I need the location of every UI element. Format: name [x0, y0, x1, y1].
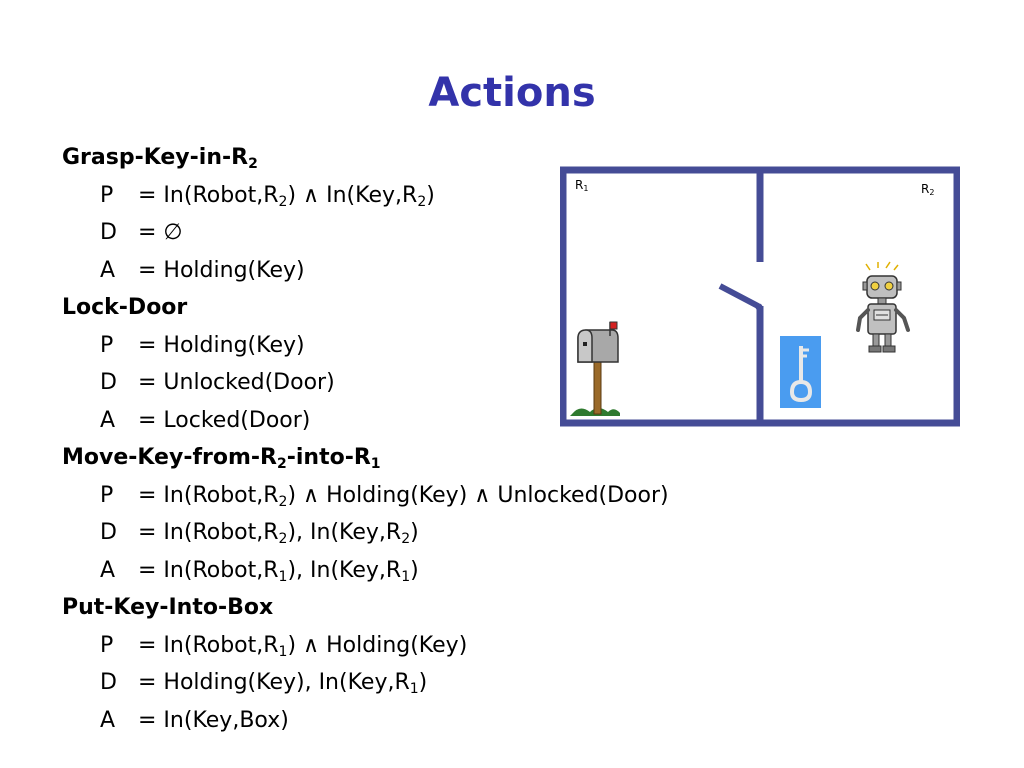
subscript: 1: [278, 568, 288, 585]
text-segment: Lock-Door: [62, 295, 188, 320]
condition-row-p: P = In(Robot,R1) ∧ Holding(Key): [62, 627, 822, 665]
condition-value: = In(Robot,R2), In(Key,R2): [138, 514, 419, 552]
condition-key: A: [100, 257, 116, 283]
condition-key: D: [100, 370, 117, 395]
text-segment: ) ∧ Holding(Key) ∧ Unlocked(Door): [287, 482, 669, 508]
condition-key: A: [100, 557, 116, 583]
key-icon: [780, 336, 821, 408]
text-segment: ): [410, 520, 419, 545]
condition-key: P: [100, 182, 114, 208]
condition-key: A: [100, 707, 116, 733]
text-segment: = In(Robot,R: [138, 182, 279, 208]
condition-key: P: [100, 482, 114, 508]
text-segment: ): [410, 557, 419, 583]
action-name: Grasp-Key-in-R2: [62, 139, 822, 177]
condition-value: = In(Robot,R2) ∧ In(Key,R2): [138, 177, 435, 215]
condition-row-a: A= In(Robot,R1), In(Key,R1): [62, 552, 822, 590]
text-segment: = In(Key,Box): [138, 707, 289, 733]
text-segment: Put-Key-Into-Box: [62, 595, 274, 620]
condition-value: = In(Robot,R1) ∧ Holding(Key): [138, 627, 467, 665]
condition-value: = Locked(Door): [138, 402, 310, 440]
condition-key: D: [100, 520, 117, 545]
condition-key: P: [100, 332, 114, 358]
text-segment: = Holding(Key): [138, 257, 305, 283]
subscript: 2: [278, 493, 288, 510]
rooms-diagram: R1 R2: [559, 166, 961, 428]
text-segment: = ∅: [138, 220, 183, 245]
text-segment: = Unlocked(Door): [138, 370, 335, 395]
action-name: Put-Key-Into-Box: [62, 589, 822, 627]
action-name: Lock-Door: [62, 289, 822, 327]
robot-icon: [856, 261, 910, 353]
condition-row-p: P = Holding(Key): [62, 327, 822, 365]
condition-value: = In(Robot,R2) ∧ Holding(Key) ∧ Unlocked…: [138, 477, 669, 515]
subscript: 1: [278, 643, 288, 660]
condition-key: P: [100, 632, 114, 658]
condition-row-p: P = In(Robot,R2) ∧ Holding(Key) ∧ Unlocke…: [62, 477, 822, 515]
room-1-label: R1: [575, 178, 589, 193]
text-segment: -into-R: [286, 445, 371, 470]
condition-row-a: A = Locked(Door): [62, 402, 822, 440]
text-segment: = In(Robot,R: [138, 557, 279, 583]
subscript: 2: [278, 531, 288, 547]
text-segment: = In(Robot,R: [138, 482, 279, 508]
condition-value: = In(Key,Box): [138, 702, 289, 740]
text-segment: Move-Key-from-R: [62, 445, 277, 470]
condition-value: = Holding(Key): [138, 252, 305, 290]
text-segment: Grasp-Key-in-R: [62, 145, 249, 170]
subscript: 1: [409, 681, 419, 697]
door-hinge: [755, 303, 763, 311]
text-segment: ): [426, 182, 435, 208]
condition-row-d: D= In(Robot,R2), In(Key,R2): [62, 514, 822, 552]
condition-row-p: P= In(Robot,R2) ∧ In(Key,R2): [62, 177, 822, 215]
text-segment: ), In(Key,R: [287, 557, 402, 583]
condition-row-d: D = ∅: [62, 214, 822, 252]
condition-row-d: D = Unlocked(Door): [62, 364, 822, 402]
condition-key: D: [100, 220, 117, 245]
subscript: 1: [401, 568, 411, 585]
condition-value: = Holding(Key): [138, 327, 305, 365]
text-segment: ), In(Key,R: [287, 520, 402, 545]
condition-row-a: A = In(Key,Box): [62, 702, 822, 740]
subscript: 2: [278, 193, 288, 210]
text-segment: = In(Robot,R: [138, 632, 279, 658]
door: [718, 283, 760, 309]
text-segment: ): [418, 670, 428, 695]
text-segment: ) ∧ In(Key,R: [287, 182, 418, 208]
condition-value: = Holding(Key), In(Key,R1): [138, 664, 427, 702]
text-segment: = Holding(Key): [138, 332, 305, 358]
condition-value: = Unlocked(Door): [138, 364, 335, 402]
condition-value: = In(Robot,R1), In(Key,R1): [138, 552, 419, 590]
text-segment: ) ∧ Holding(Key): [287, 632, 468, 658]
rooms-diagram-svg: [559, 166, 961, 427]
action-name: Move-Key-from-R2-into-R1: [62, 439, 822, 477]
subscript: 2: [401, 531, 411, 547]
text-segment: = Holding(Key), In(Key,R: [138, 670, 410, 695]
subscript: 2: [248, 156, 258, 172]
slide-title: Actions: [428, 70, 596, 116]
condition-value: = ∅: [138, 214, 183, 252]
condition-key: A: [100, 407, 116, 433]
subscript: 2: [276, 456, 287, 472]
condition-key: D: [100, 670, 117, 695]
condition-row-d: D = Holding(Key), In(Key,R1): [62, 664, 822, 702]
subscript: 2: [417, 193, 427, 210]
text-segment: = Locked(Door): [138, 407, 311, 433]
text-segment: = In(Robot,R: [138, 520, 279, 545]
condition-row-a: A = Holding(Key): [62, 252, 822, 290]
mailbox-icon: [570, 321, 620, 416]
room-2-label: R2: [921, 182, 935, 197]
subscript: 1: [370, 456, 381, 472]
